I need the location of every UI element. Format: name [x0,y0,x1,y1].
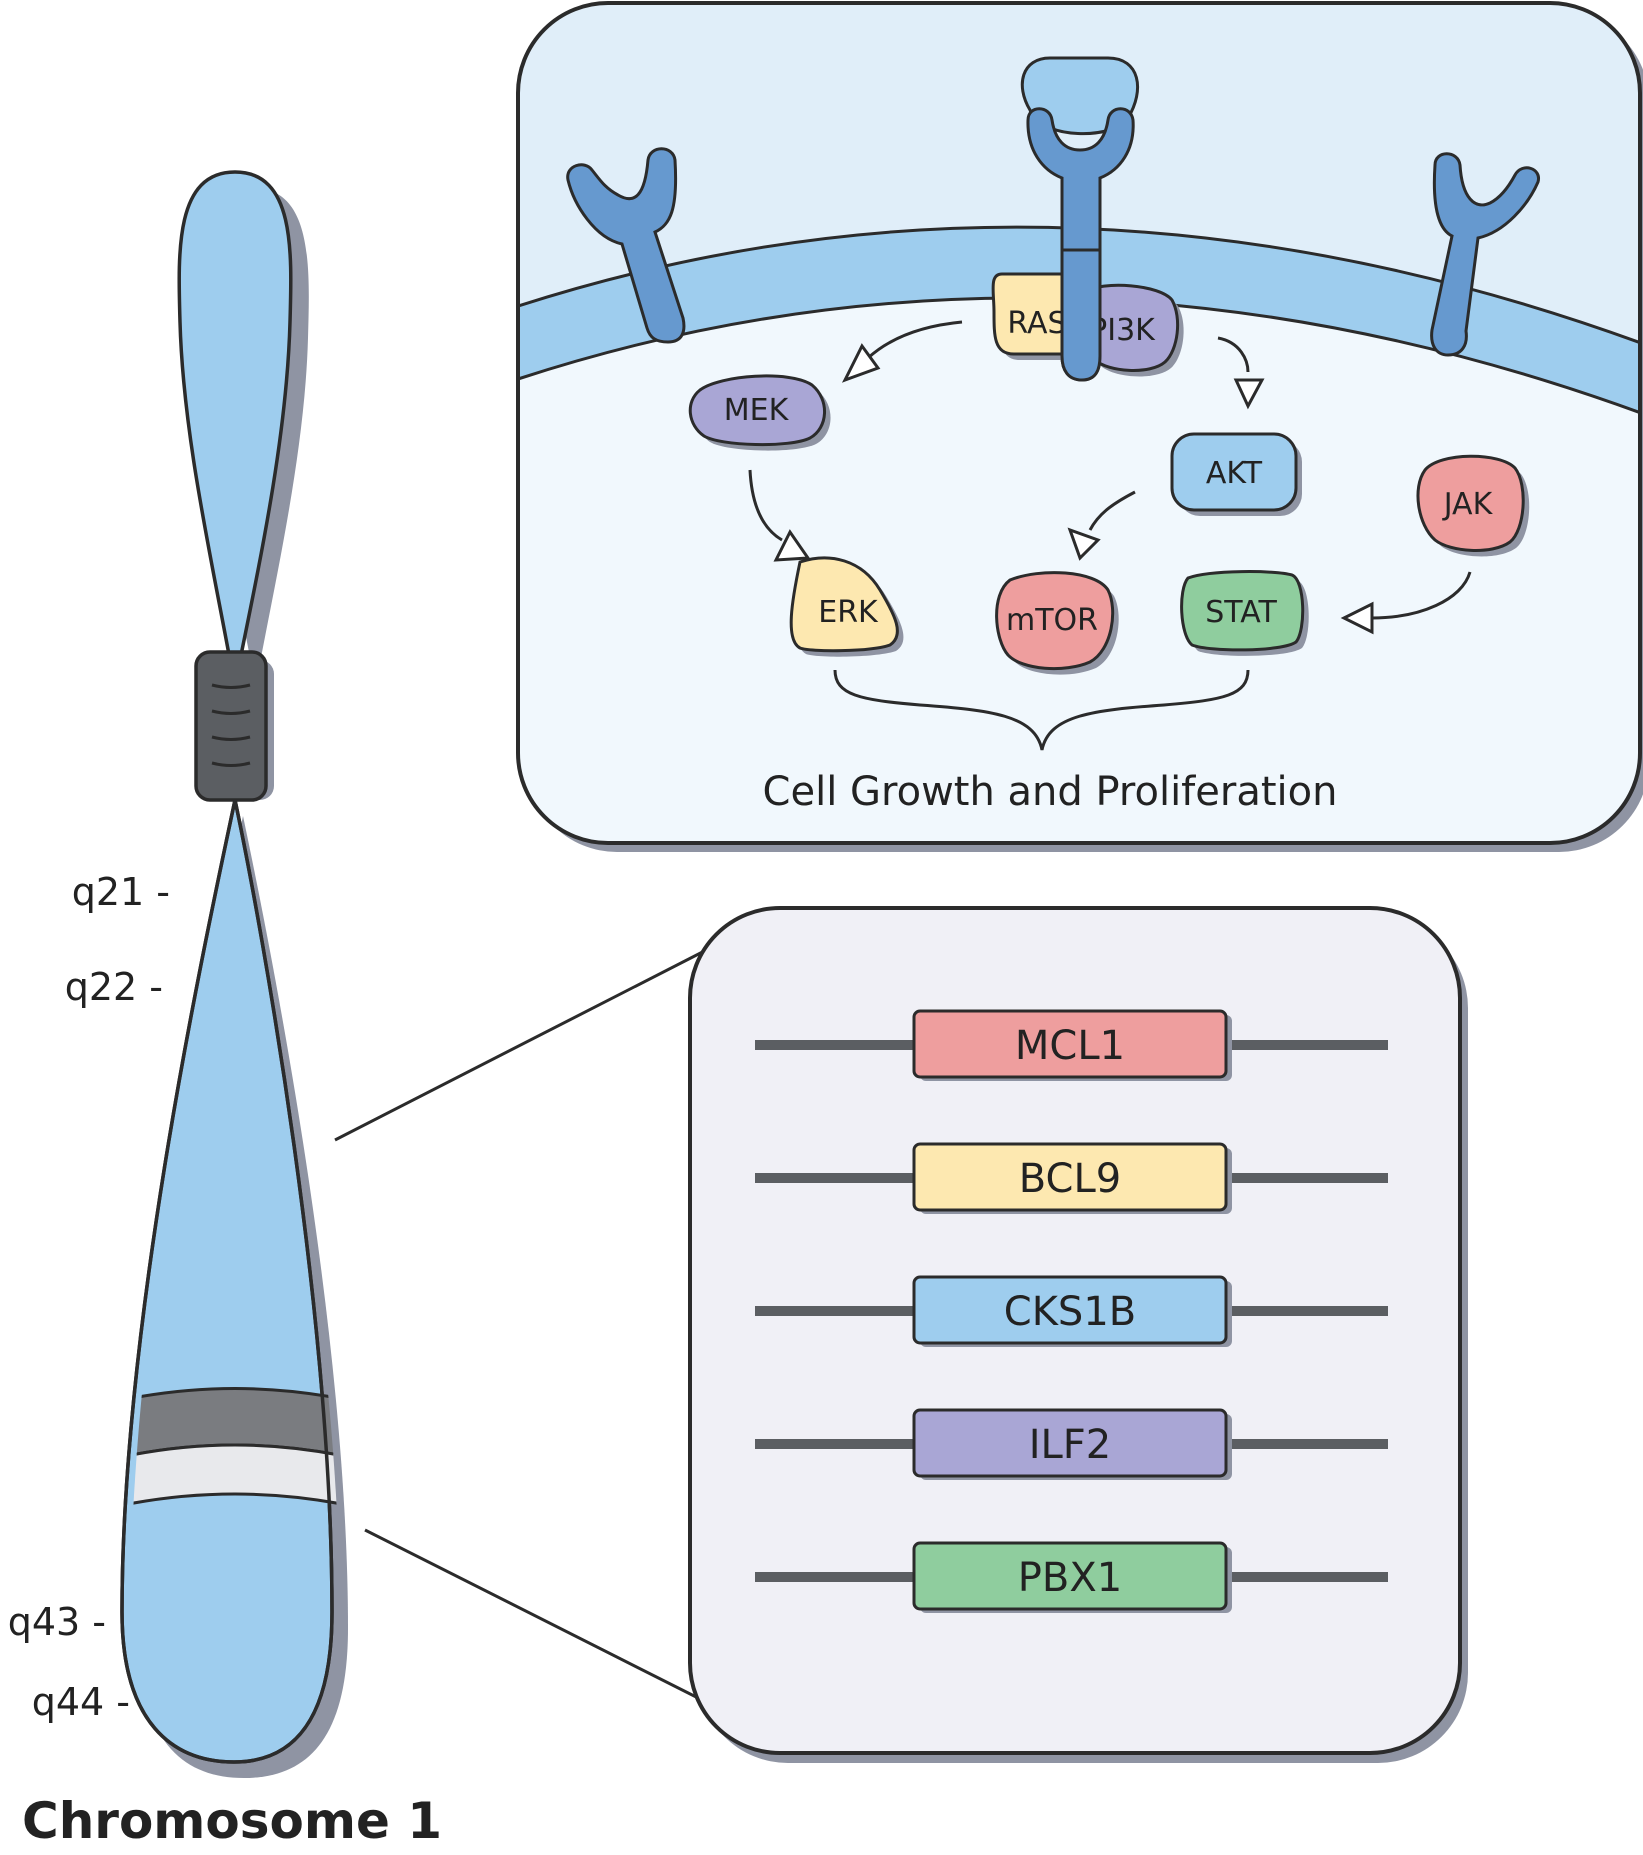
band-label-q44: q44 - [32,1680,130,1724]
arrow-jak-to-stat [1371,571,1472,620]
arrowhead-ras-mek [841,343,881,383]
arrowhead-akt-mtor [1067,527,1101,561]
cell-panel [516,1,1643,852]
chromosome-title: Chromosome 1 [22,1792,442,1850]
band-label-q22: q22 - [65,965,163,1009]
protein-stat: STAT [1180,570,1309,656]
protein-erk: ERK [789,556,904,657]
receptor-middle [1026,107,1135,382]
svg-text:STAT: STAT [1205,595,1277,630]
arrowhead-jak-stat [1340,601,1374,635]
convergence-brace [833,669,1250,751]
receptor-right [1430,152,1540,357]
zoom-line-top [334,940,723,1142]
gene-box [912,1408,1228,1478]
arrow-akt-to-mtor [1088,490,1136,531]
protein-jak: JAK [1416,454,1530,557]
gene-row-ilf2: ILF2 [755,1408,1388,1480]
protein-mek: MEK [688,374,831,451]
pathway-caption: Cell Growth and Proliferation [763,769,1338,815]
arrowhead-mek-erk [773,529,811,562]
protein-akt: AKT [1170,432,1302,516]
pathway-arrows [748,320,1472,635]
band-label-q43: q43 - [8,1600,106,1644]
gene-label: BCL9 [1019,1156,1121,1202]
arrow-mek-to-erk [748,469,783,542]
gene-box [912,1009,1228,1079]
band-label-q21: q21 - [72,870,170,914]
svg-text:RAS: RAS [1007,306,1066,341]
chromosome-q-arm [120,799,334,1764]
zoom-line-bottom [364,1528,723,1712]
cell-membrane [518,225,1640,423]
gene-label: MCL1 [1015,1023,1125,1069]
gene-box [912,1275,1228,1345]
arrow-pi3k-to-akt [1217,336,1250,373]
gene-box [912,1142,1228,1212]
svg-text:JAK: JAK [1442,487,1494,522]
chromosome [120,170,348,1778]
gene-label: CKS1B [1004,1289,1136,1335]
gene-row-mcl1: MCL1 [755,1009,1388,1081]
gene-box [912,1541,1228,1611]
arrowhead-pi3k-akt [1233,378,1265,410]
gene-row-pbx1: PBX1 [755,1541,1388,1613]
centromere [194,650,268,802]
receptor-left [566,147,686,344]
svg-text:AKT: AKT [1206,456,1263,491]
svg-text:MEK: MEK [724,393,790,428]
svg-text:mTOR: mTOR [1006,603,1098,638]
gene-label: PBX1 [1018,1555,1122,1601]
chromosome-light-band [130,1443,340,1512]
gene-label: ILF2 [1029,1422,1112,1468]
svg-text:ERK: ERK [818,595,879,630]
gene-row-bcl9: BCL9 [755,1142,1388,1214]
arrow-ras-to-mek [866,320,963,360]
protein-mtor: mTOR [995,571,1119,675]
gene-row-cks1b: CKS1B [755,1275,1388,1347]
